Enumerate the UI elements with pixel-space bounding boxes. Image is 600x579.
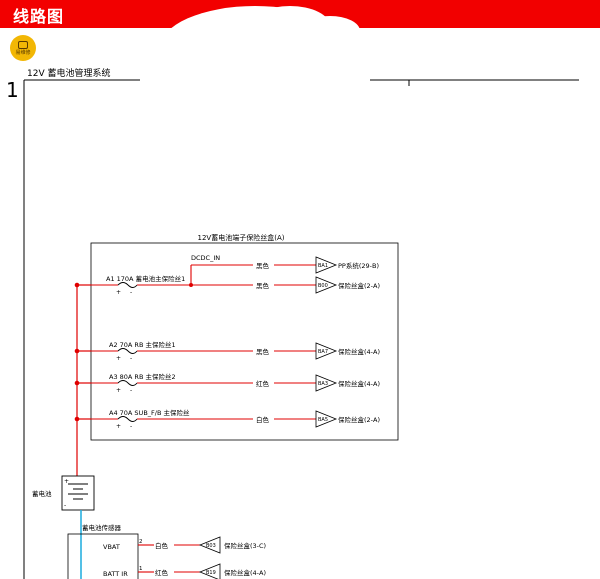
fuse-label: A2 70A RB 主保险丝1 — [109, 340, 176, 349]
destination-label: 保险丝盒(2-A) — [338, 415, 380, 424]
svg-text:-: - — [130, 355, 132, 362]
sensor-pin-name: BATT IR — [103, 570, 128, 578]
diagram-frame — [23, 79, 579, 579]
svg-text:+: + — [116, 387, 121, 394]
header-title: 线路图 — [13, 7, 65, 26]
logo-text: 易维修 — [15, 49, 31, 56]
connector-code: BA7 — [318, 349, 328, 355]
sensor-connector-arrows — [198, 536, 221, 579]
sensor-pin-name: VBAT — [103, 543, 120, 551]
fuse-symbols — [117, 282, 138, 422]
destination-label: PP系统(29-B) — [338, 261, 379, 270]
svg-text:+: + — [116, 423, 121, 430]
fuse-polarity: + - + - + - + - — [116, 289, 132, 430]
fuse-wires — [91, 264, 316, 420]
dcdc-junction — [189, 283, 193, 287]
sensor-wires — [138, 544, 200, 573]
svg-text:-: - — [64, 502, 66, 509]
svg-text:+: + — [116, 355, 121, 362]
connector-code: B00 — [318, 283, 328, 289]
destination-label: 保险丝盒(3-C) — [224, 541, 266, 550]
destination-label: 保险丝盒(4-A) — [338, 379, 380, 388]
fuse-label: A4 70A SUB_F/B 主保险丝 — [109, 408, 190, 417]
dcdc-label: DCDC_IN — [191, 254, 220, 262]
page-number: 1 — [6, 78, 19, 102]
wire-color-label: 黑色 — [256, 261, 270, 270]
svg-text:+: + — [116, 289, 121, 296]
destination-label: 保险丝盒(4-A) — [224, 568, 266, 577]
svg-text:-: - — [130, 289, 132, 296]
fuse-label: A1 170A 蓄电池主保险丝1 — [106, 274, 185, 283]
wire-color-label: 黑色 — [256, 347, 270, 356]
destination-label: 保险丝盒(2-A) — [338, 281, 380, 290]
battery-symbol: + - — [61, 475, 95, 511]
frame-decoration — [160, 6, 350, 90]
connector-code: BA5 — [318, 417, 328, 423]
wire-color-label: 红色 — [256, 379, 270, 388]
svg-text:+: + — [64, 478, 69, 485]
brand-logo-icon[interactable]: 易维修 — [10, 35, 36, 61]
wire-color-label: 白色 — [256, 415, 270, 424]
sensor-title: 蓄电池传感器 — [82, 523, 122, 532]
fuse-label: A3 80A RB 主保险丝2 — [109, 372, 176, 381]
sensor-pin-number: 1 — [139, 566, 143, 572]
battery-label: 蓄电池 — [32, 489, 52, 498]
fuse-box-title: 12V蓄电池端子保险丝盒(A) — [198, 233, 285, 242]
sensor-wire-color: 白色 — [155, 541, 169, 550]
connector-arrows — [315, 256, 338, 428]
system-title: 12V 蓄电池管理系统 — [27, 69, 111, 79]
sensor-wire-color: 红色 — [155, 568, 169, 577]
logo-mark — [18, 40, 28, 49]
sensor-box — [67, 533, 139, 579]
connector-code: BA3 — [318, 381, 328, 387]
connector-code: B19 — [206, 570, 216, 576]
fuse-box-outline — [90, 242, 399, 441]
bus-junctions — [74, 282, 80, 422]
destination-label: 保险丝盒(4-A) — [338, 347, 380, 356]
connector-code: BA1 — [318, 263, 328, 269]
sensor-pin-number: 2 — [139, 539, 143, 545]
svg-text:-: - — [130, 423, 132, 430]
svg-text:-: - — [130, 387, 132, 394]
main-bus — [76, 284, 91, 476]
connector-code: B03 — [206, 543, 216, 549]
wire-color-label: 黑色 — [256, 281, 270, 290]
